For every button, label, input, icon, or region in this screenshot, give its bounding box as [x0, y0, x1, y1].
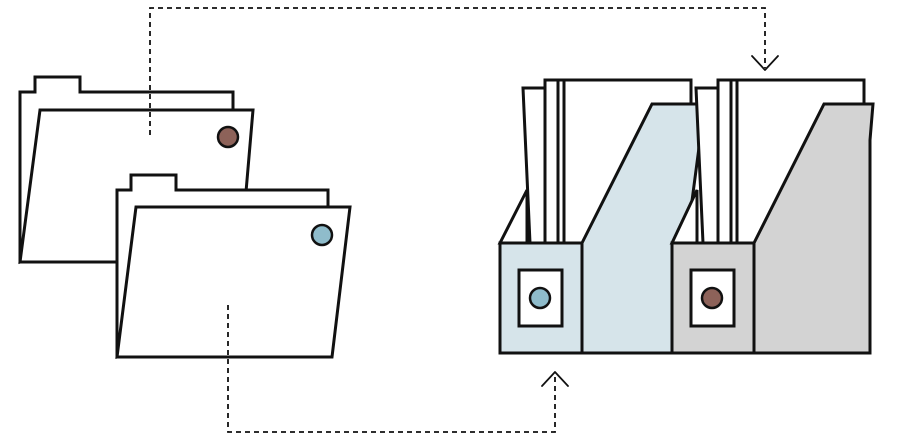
connector-top-path	[149, 7, 766, 135]
holder-blue	[497, 78, 702, 355]
holder-gray	[669, 78, 875, 355]
connector-bottom-arrowhead	[541, 371, 569, 387]
connector-folder-front-to-holder-blue	[227, 305, 569, 433]
holder-blue-blue-dot	[528, 286, 552, 310]
folder-front	[115, 173, 352, 360]
folder-back-brown-dot	[216, 125, 240, 149]
holder-gray-paper-1	[694, 86, 720, 245]
connector-bottom-path	[227, 305, 556, 433]
connector-top-arrowhead	[751, 55, 779, 71]
holder-blue-back-wall	[497, 189, 529, 245]
holder-gray-brown-dot	[700, 286, 724, 310]
folder-front-blue-dot	[310, 223, 334, 247]
folder-front-front-panel	[115, 205, 352, 359]
connector-folder-back-to-holder-gray	[149, 7, 779, 135]
